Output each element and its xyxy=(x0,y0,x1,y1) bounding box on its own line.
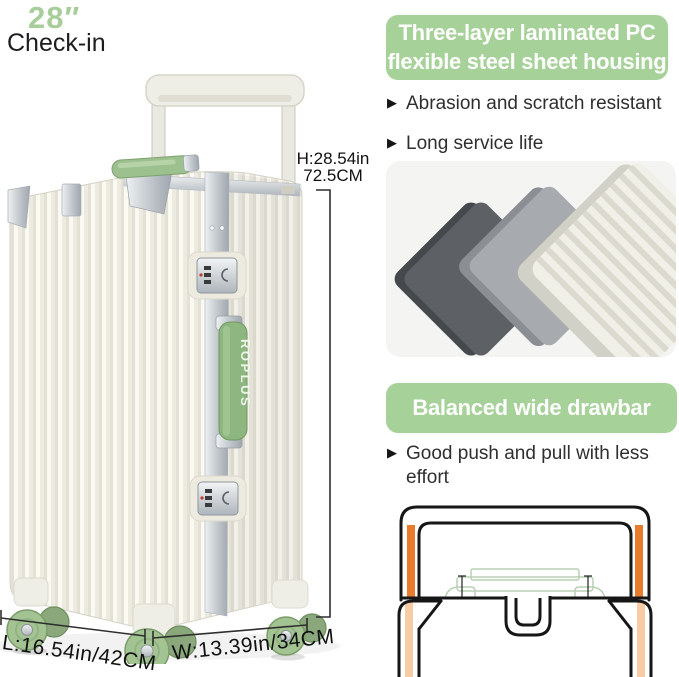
feature-list-housing: ▶ Abrasion and scratch resistant ▶ Long … xyxy=(387,92,677,156)
height-label: H:28.54in 72.5CM xyxy=(288,150,378,184)
pole-slot xyxy=(281,186,295,194)
height-label-inches: H:28.54in xyxy=(296,149,370,168)
list-item: ▶ Long service life xyxy=(387,132,677,156)
corner-guard-left xyxy=(7,185,31,229)
feature-badge-drawbar: Balanced wide drawbar xyxy=(386,383,677,433)
grip-cutout-outer xyxy=(504,596,552,637)
bullet-arrow-icon: ▶ xyxy=(387,445,397,460)
wheel-mount xyxy=(271,579,309,609)
size-label: 28″ xyxy=(28,0,81,35)
list-item: ▶ Abrasion and scratch resistant xyxy=(387,92,677,116)
top-carry-handle xyxy=(111,154,200,179)
laminated-sheets-image xyxy=(386,161,676,357)
bullet-text: Good push and pull with less effort xyxy=(406,443,649,488)
top-clip xyxy=(61,183,82,217)
grip-cutout-inner xyxy=(514,598,542,627)
sheets-illustration xyxy=(394,163,676,357)
height-label-cm: 72.5CM xyxy=(303,166,363,185)
sheet-white-ribbed xyxy=(517,163,676,357)
brand-text: ROPLUS xyxy=(238,339,253,408)
length-dimension-line xyxy=(0,610,146,644)
feature-list-drawbar: ▶ Good push and pull with less effort xyxy=(387,442,655,490)
width-dimension-line xyxy=(152,618,308,646)
retracted-handle-outline xyxy=(444,568,606,599)
bullet-text: Abrasion and scratch resistant xyxy=(406,93,662,114)
wheel-mount xyxy=(13,577,49,607)
badge-line: flexible steel sheet housing xyxy=(387,48,667,74)
badge-line: Balanced wide drawbar xyxy=(412,394,651,420)
bullet-arrow-icon: ▶ xyxy=(387,134,397,150)
list-item: ▶ Good push and pull with less effort xyxy=(387,442,655,490)
bullet-text: Long service life xyxy=(406,132,544,154)
drawbar-outline xyxy=(397,505,653,677)
handle-pins xyxy=(458,575,592,598)
feature-badge-housing: Three-layer laminated PC flexible steel … xyxy=(386,15,668,80)
side-handle: ROPLUS xyxy=(215,315,253,449)
bullet-arrow-icon: ▶ xyxy=(387,95,397,110)
type-label: Check-in xyxy=(7,29,106,57)
badge-line: Three-layer laminated PC xyxy=(398,20,656,46)
rivet xyxy=(219,225,225,231)
height-dimension-line xyxy=(316,189,331,618)
tube-inside-left xyxy=(405,601,413,677)
trolley-handle-shade xyxy=(158,95,292,102)
drawbar-tube-highlight-left xyxy=(407,525,415,597)
rivet xyxy=(209,225,215,231)
tube-inside-right xyxy=(637,601,645,677)
drawbar-diagram xyxy=(397,505,653,677)
tsa-lock-upper xyxy=(187,251,247,300)
suitcase-photo: ROPLUS xyxy=(0,74,340,664)
tsa-lock-lower xyxy=(189,475,247,522)
drawbar-tube-highlight-right xyxy=(635,525,643,597)
